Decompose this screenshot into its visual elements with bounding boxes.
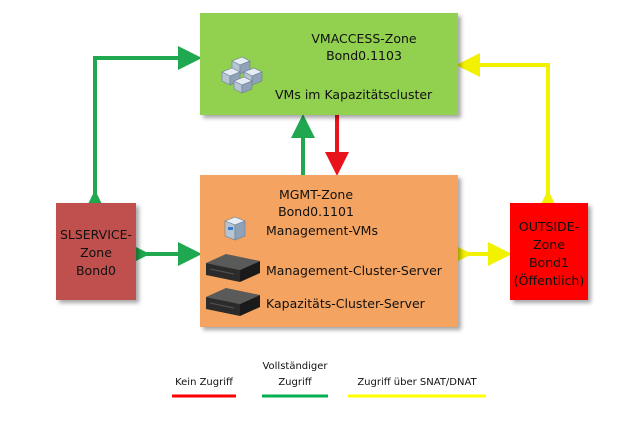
- legend-label-snat-dnat: Zugriff über SNAT/DNAT: [357, 377, 477, 388]
- arrow-outside-vmaccess: [456, 53, 560, 214]
- slservice-zone-line3: Bond0: [75, 263, 117, 278]
- management-vm-icon: [224, 216, 246, 241]
- legend-label-no-access: Kein Zugriff: [175, 377, 233, 388]
- slservice-zone-line1: SLSERVICE-: [59, 227, 133, 242]
- slservice-zone: [56, 203, 136, 300]
- legend-label-full-access-line2: Zugriff: [278, 377, 312, 388]
- capacity-server-icon: [206, 288, 260, 316]
- vm-cluster-icon: [221, 56, 263, 94]
- arrow-slservice-vmaccess: [83, 46, 202, 214]
- vmaccess-zone-title: VMACCESS-Zone: [311, 31, 417, 46]
- vmaccess-zone-content: VMs im Kapazitätscluster: [275, 87, 433, 102]
- slservice-zone-line2: Zone: [80, 245, 112, 260]
- outside-zone-line1: OUTSIDE-: [518, 219, 580, 234]
- capacity-cluster-server-label: Kapazitäts-Cluster-Server: [266, 296, 425, 311]
- outside-zone-line4: (Öffentlich): [513, 273, 585, 288]
- outside-zone: [510, 203, 588, 300]
- legend-label-full-access-line1: Vollständiger: [262, 361, 328, 372]
- mgmt-zone-subtitle: Bond0.1101: [278, 204, 354, 219]
- mgmt-zone-title: MGMT-Zone: [278, 187, 354, 202]
- outside-zone-line3: Bond1: [528, 255, 570, 270]
- management-cluster-server-label: Management-Cluster-Server: [266, 263, 442, 278]
- vmaccess-zone-subtitle: Bond0.1103: [326, 48, 402, 63]
- outside-zone-line2: Zone: [533, 237, 565, 252]
- management-vms-label: Management-VMs: [266, 223, 378, 238]
- management-server-icon: [206, 254, 260, 282]
